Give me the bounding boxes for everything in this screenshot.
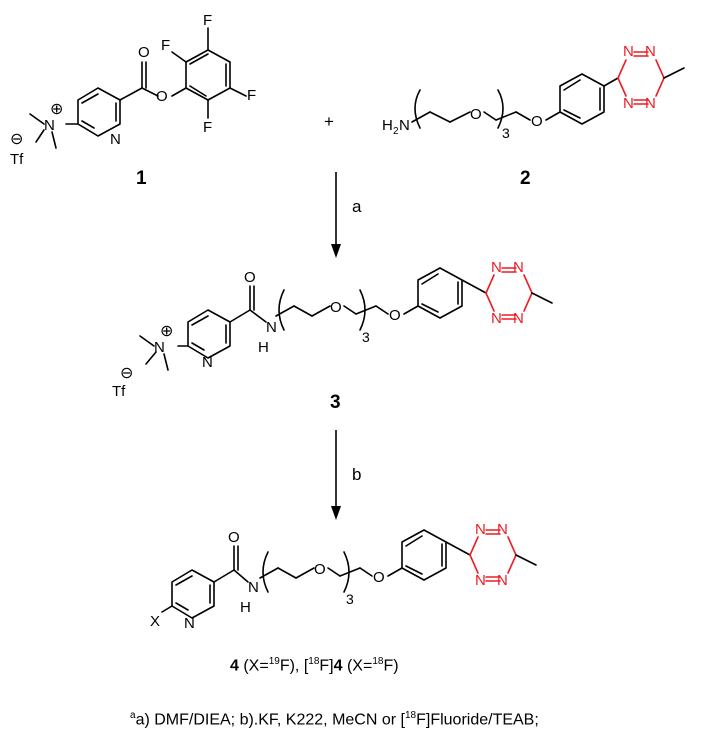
compound-3-label: 3	[330, 392, 341, 413]
arrow-b	[331, 430, 341, 520]
c4-cap-sup19: 19	[268, 656, 280, 667]
c4-cap-p1: (X=	[238, 657, 269, 675]
c3-charge: ⊕	[160, 323, 173, 340]
compound-3-structure: O N H O 3 O N N ⊕ ⊖ Tf N N N N	[112, 259, 553, 400]
compound-4-structure: O N H O 3 O N X N N N N	[150, 521, 537, 632]
c2-tz-n1: N	[623, 43, 634, 60]
c4-tz-n3: N	[475, 572, 486, 589]
c4-ring-n: N	[184, 615, 195, 632]
c3-h: H	[258, 339, 269, 356]
compound-2-structure: H 2 N O 3 O	[382, 43, 685, 141]
c2-tz-n4: N	[645, 95, 656, 112]
c4-cap-sup18b: 18	[372, 656, 384, 667]
c3-tz-n1: N	[491, 259, 502, 276]
c4-o-2: O	[373, 569, 385, 586]
c1-anion-charge: ⊖	[10, 131, 23, 148]
c4-n: N	[248, 579, 259, 596]
compound-2-label: 2	[520, 168, 531, 189]
c1-f-2: F	[203, 12, 212, 29]
c1-f-4: F	[203, 119, 212, 136]
c3-tz-n2: N	[513, 259, 524, 276]
c4-tz-n1: N	[475, 521, 486, 538]
c3-tetrazine-bonds	[485, 267, 533, 320]
c3-repeat: 3	[362, 329, 370, 345]
pyridine-ring-1	[29, 27, 247, 149]
c4-cap-p4: (X=	[342, 657, 373, 675]
c1-ring-n: N	[110, 131, 121, 148]
c2-n: N	[399, 117, 410, 134]
c4-label-radio: 4	[333, 657, 343, 675]
c4-tz-n4: N	[497, 572, 508, 589]
footnote-text2: F]Fluoride/TEAB;	[416, 711, 539, 729]
compound-1-structure: O O F F F F N N ⊕ ⊖ Tf	[10, 12, 256, 168]
c2-tz-n2: N	[645, 43, 656, 60]
c4-repeat: 3	[346, 591, 354, 607]
c4-label: 4	[230, 657, 239, 675]
compound-4-caption: 4 (X=19F), [18F]4 (X=18F)	[230, 656, 399, 675]
arrow-a	[331, 172, 341, 258]
c3-tz-n4: N	[513, 310, 524, 327]
reaction-conditions-footnote: aa) DMF/DIEA; b).KF, K222, MeCN or [18F]…	[130, 710, 539, 729]
c1-f-1: F	[161, 37, 170, 54]
c4-tz-n2: N	[497, 521, 508, 538]
c1-f-3: F	[247, 87, 256, 104]
c1-ester-o: O	[156, 88, 168, 105]
c1-charge: ⊕	[50, 101, 63, 118]
c4-h: H	[240, 599, 251, 616]
footnote-text: a) DMF/DIEA; b).KF, K222, MeCN or [	[135, 711, 405, 729]
c4-o-1: O	[314, 561, 326, 578]
c3-ring-n: N	[202, 354, 213, 371]
c4-cap-p5: F)	[383, 657, 399, 675]
c3-anion: Tf	[112, 383, 126, 400]
c3-o-2: O	[389, 307, 401, 324]
c1-carbonyl-o: O	[138, 44, 150, 61]
c3-n-plus: N	[154, 339, 165, 356]
compound-1-label: 1	[136, 168, 147, 189]
footnote-sup: a	[130, 710, 136, 721]
c4-cap-p3: F]	[319, 657, 334, 675]
c3-anion-charge: ⊖	[120, 365, 133, 382]
arrow-b-label: b	[352, 465, 361, 484]
c4-cap-p2: F), [	[279, 657, 309, 675]
c3-n: N	[266, 319, 277, 336]
c4-tetrazine-bonds	[469, 529, 517, 582]
c2-h: H	[382, 117, 393, 134]
c4-carbonyl-o: O	[228, 529, 240, 546]
c2-repeat: 3	[502, 125, 510, 141]
c4-x: X	[150, 613, 160, 630]
plus-sign: +	[324, 112, 334, 131]
c3-o-1: O	[330, 299, 342, 316]
c2-o-2: O	[531, 113, 543, 130]
c2-o-1: O	[470, 106, 482, 123]
footnote-sup18: 18	[404, 710, 417, 721]
c1-n-plus: N	[44, 117, 55, 134]
c2-tetrazine-bonds	[617, 51, 665, 105]
c3-carbonyl-o: O	[244, 269, 256, 286]
c3-tz-n3: N	[491, 310, 502, 327]
c4-cap-sup18a: 18	[308, 656, 320, 667]
c1-anion: Tf	[10, 151, 24, 168]
c2-h-sub: 2	[393, 126, 399, 137]
arrow-a-label: a	[352, 197, 362, 216]
c2-tz-n3: N	[623, 95, 634, 112]
